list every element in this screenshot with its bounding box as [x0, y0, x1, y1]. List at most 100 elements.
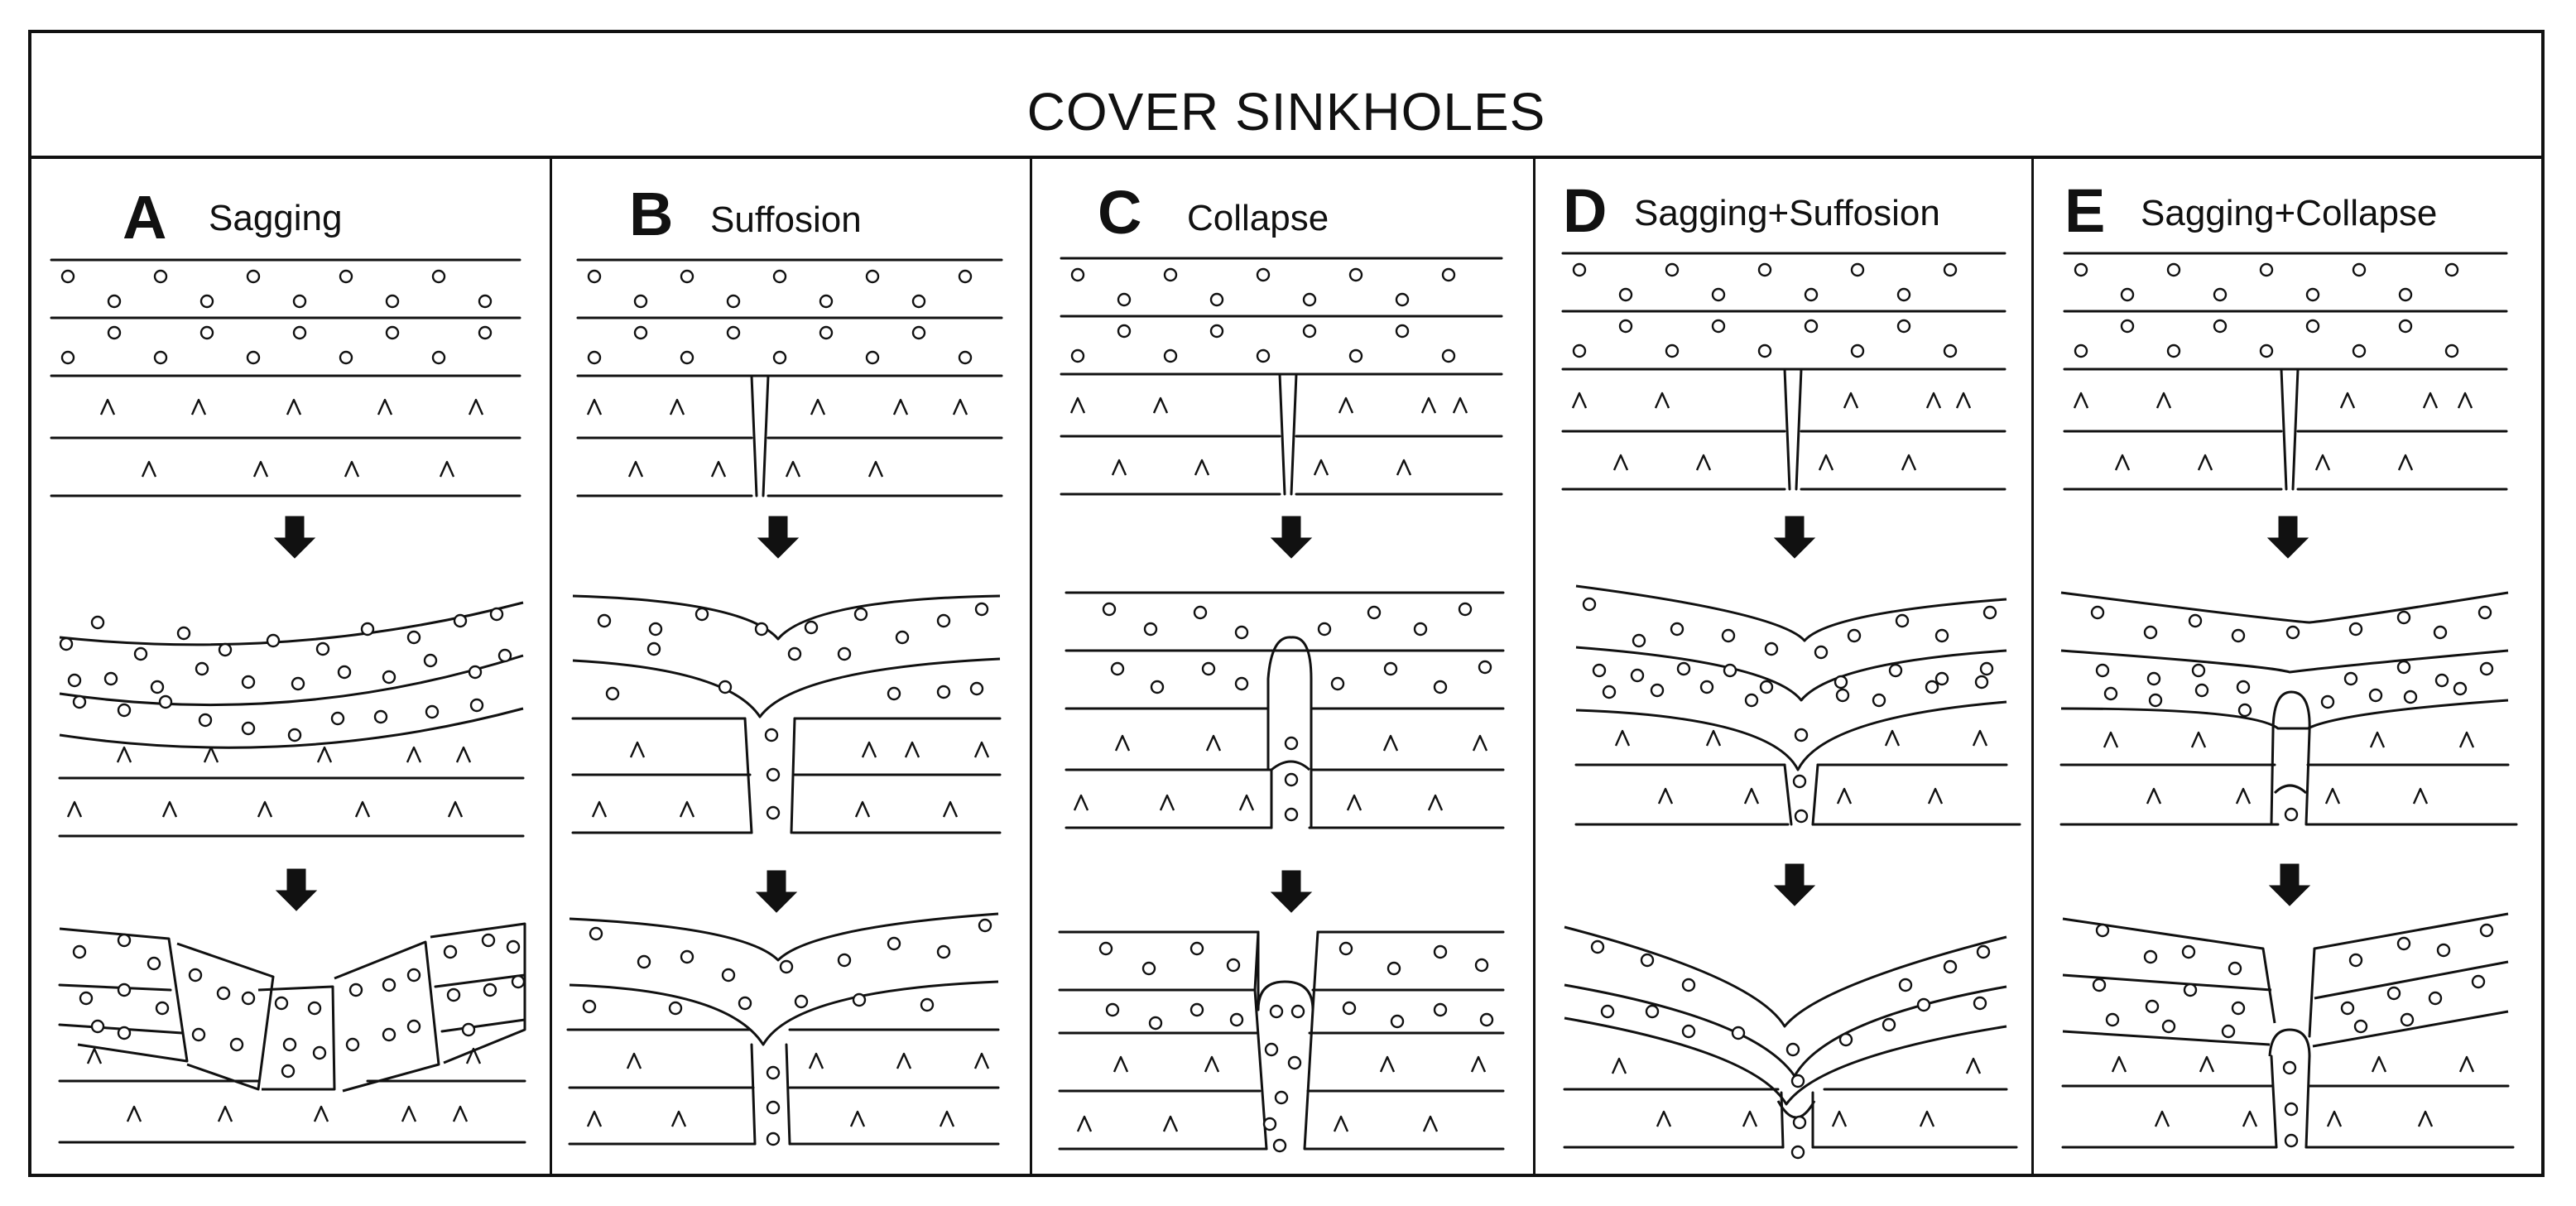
sediment-pebble	[2444, 262, 2459, 277]
diagram-title: COVER SINKHOLES	[1026, 82, 1546, 142]
stratum-boundary	[572, 657, 1001, 718]
sediment-pebble	[1982, 605, 1997, 620]
panel-divider-cd	[1533, 156, 1536, 1177]
bedrock-symbol	[1955, 392, 1972, 409]
sediment-pebble	[2143, 949, 2158, 964]
sediment-pebble	[287, 728, 302, 742]
sediment-pebble	[1731, 1026, 1746, 1040]
bedrock-symbol	[1818, 454, 1834, 471]
bedrock-symbol	[126, 1105, 142, 1122]
sediment-pebble	[191, 1027, 206, 1042]
collapse-cavity	[1271, 760, 1311, 771]
sediment-pebble	[787, 646, 802, 661]
sediment-pebble	[887, 686, 901, 701]
panel-a-letter: A	[123, 183, 167, 252]
bedrock-symbol	[1470, 1055, 1487, 1073]
sediment-pebble	[2348, 622, 2363, 637]
sediment-pebble	[794, 994, 809, 1009]
panel-divider-de	[2031, 156, 2034, 1177]
stratum-boundary	[440, 1018, 526, 1033]
sediment-pebble	[133, 646, 148, 661]
sediment-pebble	[837, 646, 852, 661]
panel-e-name: Sagging+Collapse	[2141, 193, 2438, 233]
stratum-boundary	[2304, 1055, 2311, 1149]
sediment-pebble	[726, 294, 741, 309]
bedrock-symbol	[1204, 1055, 1220, 1073]
sediment-pebble	[1163, 348, 1178, 363]
sediment-pebble	[291, 676, 305, 691]
stratum-boundary	[58, 983, 172, 992]
bedrock-symbol	[808, 1052, 824, 1069]
panel-c-illustration	[1058, 257, 1505, 1153]
sediment-pebble	[1342, 1001, 1357, 1016]
bedrock-symbol	[1705, 729, 1722, 747]
sediment-pebble	[1105, 1002, 1120, 1017]
stratum-boundary	[1575, 700, 2007, 771]
sediment-pebble	[1934, 628, 1949, 643]
bedrock-symbol	[1614, 729, 1631, 747]
sediment-pebble	[60, 350, 75, 365]
bedrock-symbol	[439, 460, 455, 478]
sediment-pebble	[1478, 660, 1492, 675]
sediment-pebble	[382, 978, 396, 992]
sediment-pebble	[1302, 324, 1317, 339]
down-arrow-icon	[275, 868, 318, 911]
sediment-pebble	[1209, 292, 1224, 307]
sediment-pebble	[605, 686, 620, 701]
sediment-pebble	[1618, 287, 1633, 302]
sediment-pebble	[1882, 1017, 1896, 1032]
sediment-pebble	[1098, 941, 1113, 956]
sediment-pebble	[1600, 1004, 1615, 1019]
sediment-pebble	[1269, 1004, 1284, 1019]
sediment-pebble	[274, 996, 289, 1011]
sediment-pebble	[1117, 324, 1132, 339]
sediment-pebble	[1338, 941, 1353, 956]
sediment-pebble	[90, 1019, 105, 1034]
sediment-pebble	[2213, 287, 2228, 302]
bedrock-symbol	[1831, 1110, 1848, 1127]
bedrock-symbol	[2458, 731, 2475, 748]
sediment-pebble	[852, 992, 867, 1007]
sediment-pebble	[2340, 1001, 2355, 1016]
stratum-boundary	[790, 717, 796, 834]
sediment-pebble	[804, 620, 819, 635]
collapse-cavity	[1266, 636, 1313, 828]
sediment-pebble	[2259, 262, 2274, 277]
bedrock-symbol	[1420, 396, 1437, 414]
bedrock-symbol	[2371, 1055, 2387, 1073]
sediment-pebble	[1764, 641, 1779, 656]
down-arrow-icon	[1773, 516, 1816, 559]
panel-e-letter: E	[2064, 176, 2106, 245]
sediment-pebble	[1681, 1024, 1696, 1039]
panel-a-illustration	[50, 258, 526, 1144]
stratum-boundary	[762, 374, 770, 497]
sediment-pebble	[1744, 693, 1759, 708]
sediment-pebble	[1284, 772, 1299, 787]
sediment-pebble	[229, 1037, 244, 1052]
sediment-pebble	[1150, 680, 1165, 694]
sediment-pebble	[307, 1001, 322, 1016]
bedrock-symbol	[1114, 734, 1131, 752]
sediment-pebble	[895, 630, 910, 645]
bedrock-symbol	[861, 741, 877, 758]
sediment-pebble	[680, 949, 694, 964]
sediment-pebble	[1383, 661, 1398, 676]
down-arrow-icon	[755, 870, 798, 913]
sediment-pebble	[107, 294, 122, 309]
sediment-pebble	[2181, 944, 2196, 959]
sediment-pebble	[1896, 287, 1911, 302]
bedrock-symbol	[252, 460, 269, 478]
sediment-pebble	[766, 1100, 781, 1115]
stratum-boundary	[1311, 930, 1319, 1011]
sediment-pebble	[1979, 661, 1994, 676]
sediment-pebble	[246, 350, 261, 365]
sediment-pebble	[1974, 675, 1989, 689]
sediment-pebble	[292, 294, 307, 309]
sediment-pebble	[1792, 1115, 1807, 1130]
sediment-pebble	[1272, 1138, 1287, 1153]
sediment-pebble	[718, 680, 733, 694]
bedrock-symbol	[867, 460, 884, 478]
bedrock-symbol	[1695, 454, 1712, 471]
sediment-pebble	[1290, 1004, 1305, 1019]
sediment-pebble	[382, 670, 396, 685]
